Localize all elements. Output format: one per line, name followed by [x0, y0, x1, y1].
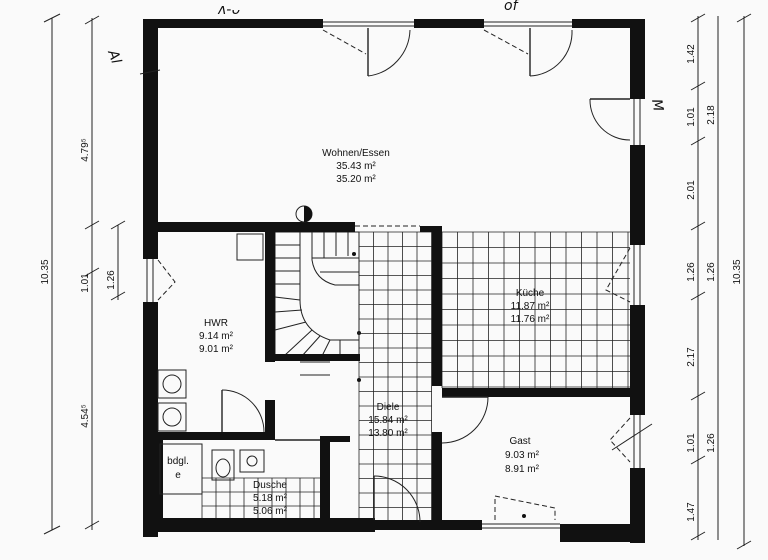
room-gast-area2: 8.91 m²	[505, 464, 540, 475]
room-kueche-area2: 11.76 m²	[511, 314, 550, 325]
tile-grid-diele	[358, 231, 432, 520]
room-bdgl-name: bdgl.	[167, 456, 189, 467]
handwritten-top-note-2: of	[504, 0, 520, 14]
dim-right-5: 2.17	[686, 347, 697, 367]
room-wohnen-name: Wohnen/Essen	[322, 148, 390, 159]
dimension-texts: 10.35 4.79⁵ 1.01 1.26 4.54⁵ 1.42 1.01 2.…	[40, 44, 743, 522]
doors	[146, 28, 653, 529]
dim-right-1: 1.42	[686, 44, 697, 64]
room-kueche-name: Küche	[516, 288, 545, 299]
room-diele-area1: 15.84 m²	[368, 415, 408, 426]
dim-right-6: 1.01	[686, 433, 697, 453]
room-wohnen-area1: 35.43 m²	[336, 161, 376, 172]
room-dusche-area2: 5.06 m²	[253, 506, 288, 517]
walls	[143, 19, 645, 543]
dim-right-mid-1: 2.18	[706, 105, 717, 125]
dim-left-3: 1.26	[106, 270, 117, 290]
room-dusche-name: Dusche	[253, 480, 287, 491]
room-hwr-area2: 9.01 m²	[199, 344, 234, 355]
room-gast-name: Gast	[509, 436, 530, 447]
room-diele-name: Diele	[377, 402, 400, 413]
dim-left-4: 4.54⁵	[80, 404, 91, 428]
dim-right-7: 1.47	[686, 502, 697, 522]
tile-grid-dusche	[201, 477, 320, 518]
dim-left-2: 1.01	[80, 273, 91, 293]
dim-right-2: 1.01	[686, 107, 697, 127]
window-top	[323, 21, 572, 27]
room-diele-area2: 13.80 m²	[368, 428, 408, 439]
dim-right-mid-3: 1.26	[706, 433, 717, 453]
room-labels: Wohnen/Essen 35.43 m² 35.20 m² HWR 9.14 …	[167, 148, 550, 517]
room-wohnen-area2: 35.20 m²	[336, 174, 376, 185]
dim-right-mid-2: 1.26	[706, 262, 717, 282]
room-dusche-area1: 5.18 m²	[253, 493, 288, 504]
fixtures	[157, 205, 526, 518]
handwritten-top-note-1: ᴧ-ᴗ	[217, 2, 240, 18]
handwritten-right-note: M	[648, 98, 666, 113]
room-hwr-area1: 9.14 m²	[199, 331, 234, 342]
room-kueche-area1: 11.87 m²	[511, 301, 550, 312]
dim-right-4: 1.26	[686, 262, 697, 282]
dim-right-total: 10.35	[732, 259, 743, 284]
handwritten-notes: Al M ᴧ-ᴗ of	[104, 0, 666, 113]
handwritten-left-note: Al	[104, 47, 124, 66]
dim-left-total: 10.35	[40, 259, 51, 284]
room-hwr-name: HWR	[204, 318, 228, 329]
room-bdgl-sub: e	[175, 470, 181, 481]
dim-left-1: 4.79⁵	[80, 138, 91, 162]
dim-right-3: 2.01	[686, 180, 697, 200]
dimension-lines	[43, 13, 752, 550]
room-gast-area1: 9.03 m²	[505, 450, 540, 461]
